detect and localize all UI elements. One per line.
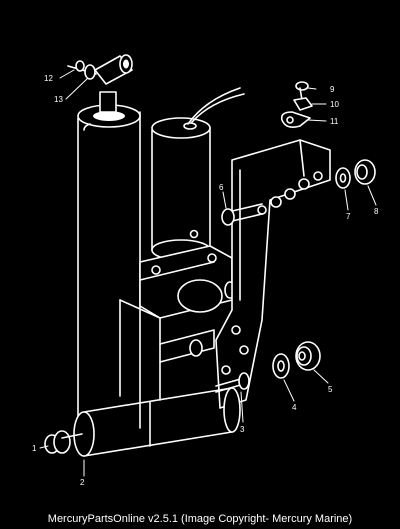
trim-cylinder (77, 104, 141, 441)
lower-cross-tube (73, 387, 241, 457)
washer-7 (335, 167, 351, 189)
callout-2: 2 (80, 478, 85, 487)
lower-bolt (215, 372, 250, 393)
callout-7: 7 (346, 212, 351, 221)
callout-8: 8 (374, 207, 379, 216)
image-caption: MercuryPartsOnline v2.5.1 (Image Copyrig… (47, 513, 353, 525)
pivot-bolt (44, 430, 83, 454)
callout-11: 11 (330, 117, 339, 126)
top-fitting (67, 54, 133, 113)
callout-12: 12 (44, 74, 53, 83)
leader-lines (39, 69, 377, 477)
callout-1: 1 (32, 444, 37, 453)
callout-3: 3 (240, 425, 245, 434)
washer-4 (272, 353, 290, 379)
transom-bracket (215, 139, 331, 409)
nut-5 (295, 341, 321, 371)
callout-10: 10 (330, 100, 339, 109)
pump-manifold (119, 245, 236, 401)
nut-10 (293, 97, 313, 111)
callout-5: 5 (328, 385, 333, 394)
bracket-bolt (221, 203, 263, 226)
pump-motor (151, 87, 245, 261)
callout-9: 9 (330, 85, 335, 94)
nut-8 (354, 159, 376, 185)
callout-13: 13 (54, 95, 63, 104)
callout-4: 4 (292, 403, 297, 412)
callout-labels: 1 2 3 4 5 6 7 8 9 10 11 12 13 (32, 74, 379, 487)
callout-6: 6 (219, 183, 224, 192)
clip-11 (280, 111, 311, 128)
